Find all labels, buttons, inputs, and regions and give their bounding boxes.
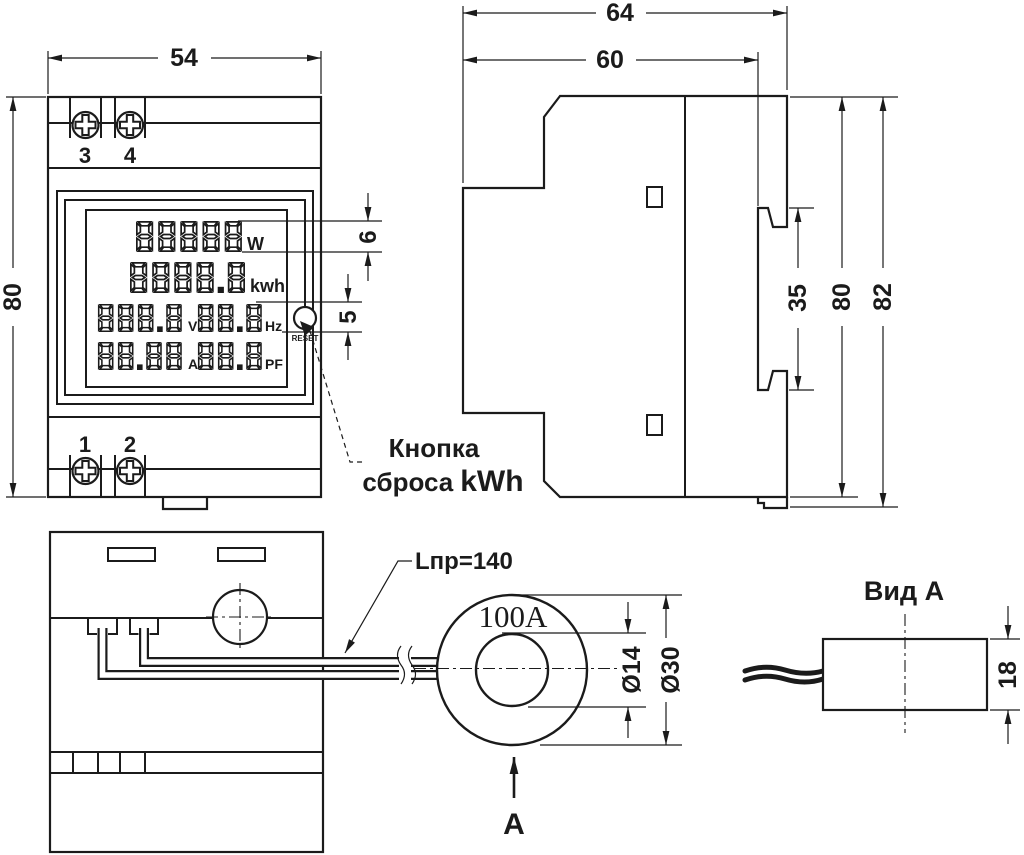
dim-digit-height-6: 6 [238,193,382,281]
front-case-outline [46,95,323,499]
lcd-unit-pf: PF [265,356,283,372]
terminal-channels-bottom [69,455,146,497]
dim-label-18: 18 [994,661,1022,689]
din-rail-band [50,751,323,774]
side-hole-lower [646,414,663,436]
dim-rail-35: 35 [784,207,814,391]
reset-note-line2b: kWh [460,465,523,498]
wire-length-label: Lпр=140 [415,548,513,575]
reset-leader-line [309,330,366,463]
vent-slot-right [217,547,266,562]
dim-label-60: 60 [596,46,624,74]
dim-label-54: 54 [170,44,198,72]
ct-rating-label: 100A [479,599,549,634]
side-hole-upper [646,186,663,208]
lcd-unit-w: W [247,234,264,254]
dim-label-80-side: 80 [828,283,856,311]
current-transformer: 100A Ø14 Ø30 А [414,593,685,841]
ct-inner-hole [474,632,550,708]
dim-label-d14: Ø14 [618,646,646,693]
reset-leader-arrowhead [300,321,314,336]
display-bezel-inner [64,199,306,396]
din-latch-front [161,497,209,511]
dim-width-54: 54 [47,44,322,94]
wire-break-mark [407,645,417,685]
dim-label-35: 35 [784,284,812,312]
view-a-arrow-label: А [503,808,525,841]
side-outline [461,94,789,499]
lcd-unit-v: V [188,318,198,334]
terminal-label-2: 2 [124,432,136,457]
screw-terminal-3 [71,110,100,140]
terminal-channels-top [69,97,146,138]
dim-depth-60: 60 [463,46,759,206]
lcd-digits [97,221,262,370]
view-a-wire [742,673,826,685]
dim-label-d30: Ø30 [657,646,685,693]
din-latch-side [756,497,789,510]
dim-label-82: 82 [869,283,897,311]
wire-label-leader [344,560,412,654]
lcd-panel [85,209,288,388]
dim-digit-height-5: 5 [256,274,362,360]
display-bezel-outer [56,190,314,405]
dim-inner-dia: Ø14 [502,602,646,738]
front-view: 3 4 1 2 W kwh V Hz A PF RESET 54 [0,44,524,511]
sensor-wires [97,628,439,685]
dim-outer-dia: Ø30 [518,594,685,746]
terminal-label-3: 3 [79,143,91,168]
side-view: 64 60 35 80 82 [461,0,898,510]
dim-depth-64: 64 [462,0,788,183]
reset-note-line1: Кнопка [389,433,480,463]
dim-label-6: 6 [355,230,382,243]
lcd-unit-hz: Hz [265,318,282,334]
view-a-wire [742,664,826,676]
terminal-label-4: 4 [124,143,137,168]
back-case-outline [48,530,325,854]
wire-break-mark [396,645,406,685]
reset-note-line2a: сброса [362,467,453,497]
wire-connectors [87,618,159,635]
dim-label-64: 64 [606,0,634,27]
dim-height-82: 82 [790,97,898,508]
view-a-title: Вид А [864,576,944,606]
back-view: Lпр=140 [48,530,513,854]
vent-slot-left [107,547,156,562]
lcd-unit-a: A [188,356,198,372]
dim-label-80-front: 80 [0,283,27,311]
dim-label-5: 5 [335,310,362,323]
screw-terminal-2 [115,456,145,486]
terminal-label-1: 1 [79,432,91,457]
lcd-unit-kwh: kwh [250,276,285,296]
screw-terminal-4 [115,110,145,140]
view-a: Вид А 18 [742,576,1022,744]
dim-ct-height-18: 18 [990,606,1022,744]
dim-height-80: 80 [0,96,46,498]
reset-button-label: RESET [292,334,319,343]
screw-terminal-1 [71,456,100,486]
